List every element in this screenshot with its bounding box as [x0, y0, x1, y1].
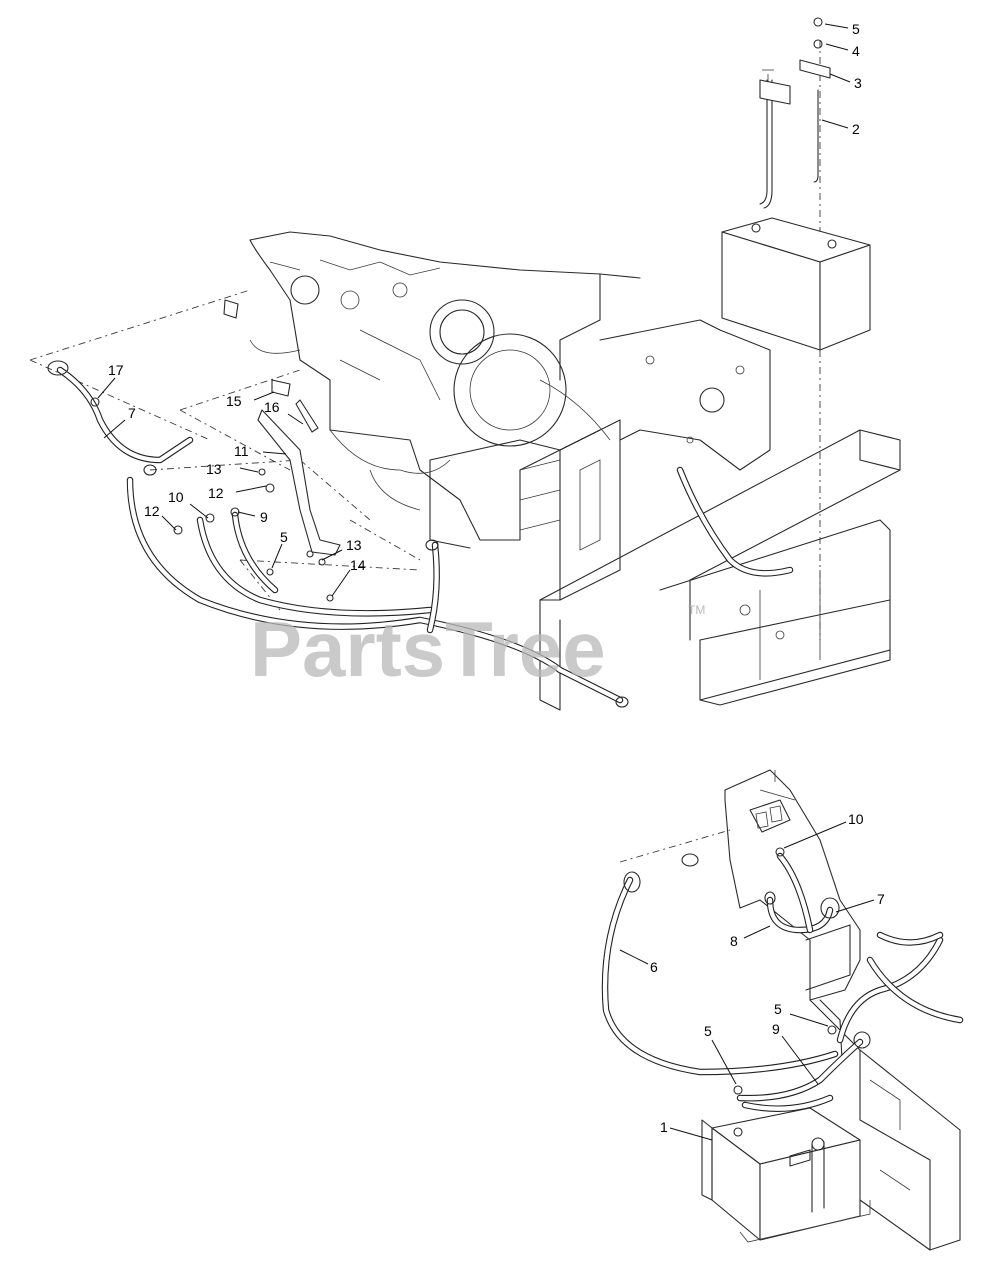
callout-15: 15: [226, 393, 242, 409]
lower-assembly: 10 7 8 6 5 5 9 1: [601, 769, 964, 1251]
callout-13: 13: [206, 461, 222, 477]
callout-3: 3: [854, 75, 862, 91]
battery-lower: [701, 1107, 871, 1243]
callout-lower-6: 6: [650, 959, 658, 975]
callout-9: 9: [260, 509, 268, 525]
callout-12: 12: [208, 485, 224, 501]
frame-rail: [539, 429, 901, 711]
hold-down-clamp: [759, 17, 831, 105]
cable-7-upper: [56, 366, 194, 464]
callout-lower-8: 8: [730, 933, 738, 949]
callout-lower-10: 10: [848, 811, 864, 827]
leaders-upper: [97, 23, 851, 597]
lower-panel: [724, 769, 861, 1001]
cable-6: [601, 871, 839, 1076]
callout-5b: 5: [280, 529, 288, 545]
callouts-upper: 5 4 3 2 17 7 15 16 11 13 12 10 9 12 5 13…: [108, 21, 862, 573]
callout-lower-5a: 5: [704, 1023, 712, 1039]
engine-block: [249, 231, 641, 601]
cable-9-lower: [736, 1031, 871, 1112]
callout-lower-1: 1: [660, 1119, 668, 1135]
wiring-harness: [249, 339, 611, 511]
callout-12b: 12: [144, 503, 160, 519]
callout-7: 7: [128, 405, 136, 421]
cable-long-upper: [47, 360, 794, 708]
watermark-tm: TM: [688, 603, 705, 617]
lower-frame: [809, 999, 961, 1251]
phantom-outline-left: [29, 289, 421, 611]
upper-assembly: 5 4 3 2 17 7 15 16 11 13 12 10 9 12 5 13…: [29, 17, 901, 711]
callout-5: 5: [852, 21, 860, 37]
callout-2: 2: [852, 121, 860, 137]
callout-lower-9: 9: [772, 1021, 780, 1037]
callout-14: 14: [350, 557, 366, 573]
callout-13b: 13: [346, 537, 362, 553]
callout-lower-7: 7: [877, 891, 885, 907]
watermark-text: PartsTree: [250, 605, 606, 693]
callout-16: 16: [264, 399, 280, 415]
callout-lower-5b: 5: [774, 1001, 782, 1017]
hold-down-rods: [759, 69, 819, 209]
callout-10: 10: [168, 489, 184, 505]
leaders-lower: [619, 821, 875, 1141]
callout-17: 17: [108, 362, 124, 378]
phantom-outline-lower: [619, 829, 731, 863]
battery-upper: [721, 217, 871, 351]
callout-11: 11: [234, 443, 249, 459]
hardware-lower: [681, 847, 837, 1095]
callouts-lower: 10 7 8 6 5 5 9 1: [650, 811, 885, 1135]
watermark: PartsTree TM: [250, 603, 705, 693]
bracket-11: [257, 409, 341, 556]
callout-4: 4: [852, 43, 860, 59]
cable-7-8-lower: [764, 852, 964, 1044]
hardware-upper: [90, 299, 334, 602]
mounting-plate: [599, 319, 771, 471]
